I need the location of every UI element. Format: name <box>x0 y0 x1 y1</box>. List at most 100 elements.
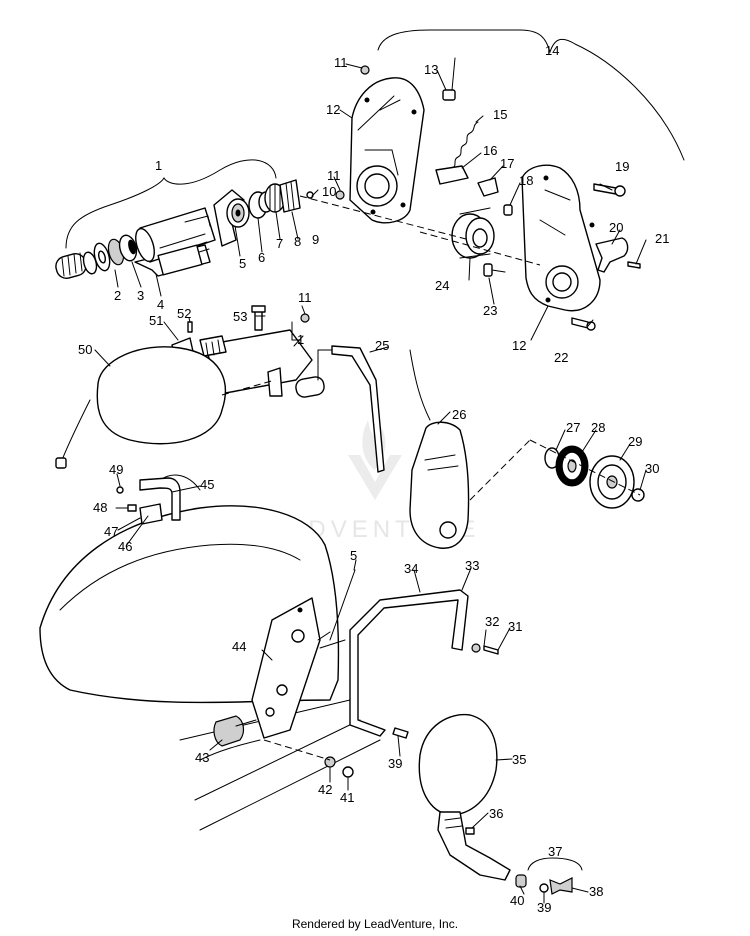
bar-25 <box>331 345 385 473</box>
screw-22 <box>571 317 596 331</box>
callout-29: 29 <box>628 434 642 449</box>
callout-9: 9 <box>312 232 319 247</box>
callout-5-lower: 5 <box>350 548 357 563</box>
callout-17: 17 <box>500 156 514 171</box>
align-line-lower <box>263 739 331 761</box>
nut-11-top <box>360 65 370 75</box>
callout-45: 45 <box>200 477 214 492</box>
handlebar-grip-1 <box>199 329 325 398</box>
callout-27: 27 <box>566 420 580 435</box>
washer-32 <box>471 643 481 653</box>
callout-23: 23 <box>483 303 497 318</box>
callout-39-upper: 39 <box>388 756 402 771</box>
gear-9 <box>279 179 301 213</box>
frame-45 <box>139 477 181 521</box>
callout-42: 42 <box>318 782 332 797</box>
callout-46: 46 <box>118 539 132 554</box>
callout-51: 51 <box>149 313 163 328</box>
nut-11-mid <box>335 190 345 200</box>
lever-16 <box>435 165 469 185</box>
callout-3: 3 <box>137 288 144 303</box>
handle-20 <box>595 237 629 273</box>
wingnut-38 <box>549 877 573 895</box>
callout-31: 31 <box>508 619 522 634</box>
cover-12-lower <box>521 164 601 312</box>
bar-33-34 <box>349 589 469 737</box>
align-line-top <box>299 195 541 266</box>
callout-38: 38 <box>589 884 603 899</box>
knob-43 <box>213 715 245 747</box>
callout-10: 10 <box>322 184 336 199</box>
nut-42 <box>324 756 336 768</box>
screw-39-upper <box>392 727 409 739</box>
screw-49 <box>116 486 124 494</box>
callout-7: 7 <box>276 236 283 251</box>
pin-18 <box>503 204 513 216</box>
callout-36: 36 <box>489 806 503 821</box>
callout-53: 53 <box>233 309 247 324</box>
pin-52 <box>187 321 193 333</box>
clip-48 <box>127 504 137 512</box>
callout-33: 33 <box>465 558 479 573</box>
callout-1-top: 1 <box>155 158 162 173</box>
callout-39-lower: 39 <box>537 900 551 915</box>
callout-37: 37 <box>548 844 562 859</box>
cover-26 <box>409 421 470 549</box>
bracket-46-47 <box>139 503 163 525</box>
screw-36 <box>465 827 475 835</box>
leader-lines <box>94 63 647 904</box>
gear-28 <box>555 445 589 487</box>
callout-44: 44 <box>232 639 246 654</box>
cover-12-upper <box>335 65 425 224</box>
callout-34: 34 <box>404 561 418 576</box>
callout-24: 24 <box>435 278 449 293</box>
callout-26: 26 <box>452 407 466 422</box>
cable-13 <box>442 57 456 101</box>
cable-26 <box>409 349 431 421</box>
spacer-40 <box>515 874 527 888</box>
callout-16: 16 <box>483 143 497 158</box>
callout-5-top: 5 <box>239 256 246 271</box>
pin-5-lower <box>329 569 356 641</box>
callout-28: 28 <box>591 420 605 435</box>
callout-15: 15 <box>493 107 507 122</box>
callout-25: 25 <box>375 338 389 353</box>
callout-40: 40 <box>510 893 524 908</box>
screw-31 <box>483 645 499 655</box>
bolt-53 <box>251 305 266 331</box>
bracket-14 <box>377 29 685 161</box>
callout-14: 14 <box>545 43 559 58</box>
nut-30 <box>631 488 645 502</box>
callout-19: 19 <box>615 159 629 174</box>
callout-30: 30 <box>645 461 659 476</box>
callout-1-grip: 1 <box>297 332 304 347</box>
clutch-24 <box>451 207 495 259</box>
bracket-1 <box>65 159 277 249</box>
bolt-19 <box>593 183 626 197</box>
callout-12-top: 12 <box>326 102 340 117</box>
callout-4: 4 <box>157 297 164 312</box>
callout-41: 41 <box>340 790 354 805</box>
pin-10 <box>306 191 314 199</box>
washer-39-lower <box>539 883 549 893</box>
callout-48: 48 <box>93 500 107 515</box>
callout-12-lower: 12 <box>512 338 526 353</box>
screw-21 <box>627 261 641 269</box>
cam-17 <box>477 177 499 197</box>
nut-11-lower <box>300 313 310 323</box>
bracket-44 <box>251 597 346 739</box>
bracket-37 <box>527 857 583 871</box>
callout-20: 20 <box>609 220 623 235</box>
callout-18: 18 <box>519 173 533 188</box>
callout-50: 50 <box>78 342 92 357</box>
motor-assembly <box>55 179 314 279</box>
pad-50 <box>55 346 276 469</box>
callout-11-top: 11 <box>334 55 348 70</box>
callout-11-mid: 11 <box>327 168 341 183</box>
callout-22: 22 <box>554 350 568 365</box>
align-line-mid <box>469 439 641 501</box>
callout-47: 47 <box>104 524 118 539</box>
pulley-29 <box>589 455 635 509</box>
spring-15 <box>451 121 479 169</box>
